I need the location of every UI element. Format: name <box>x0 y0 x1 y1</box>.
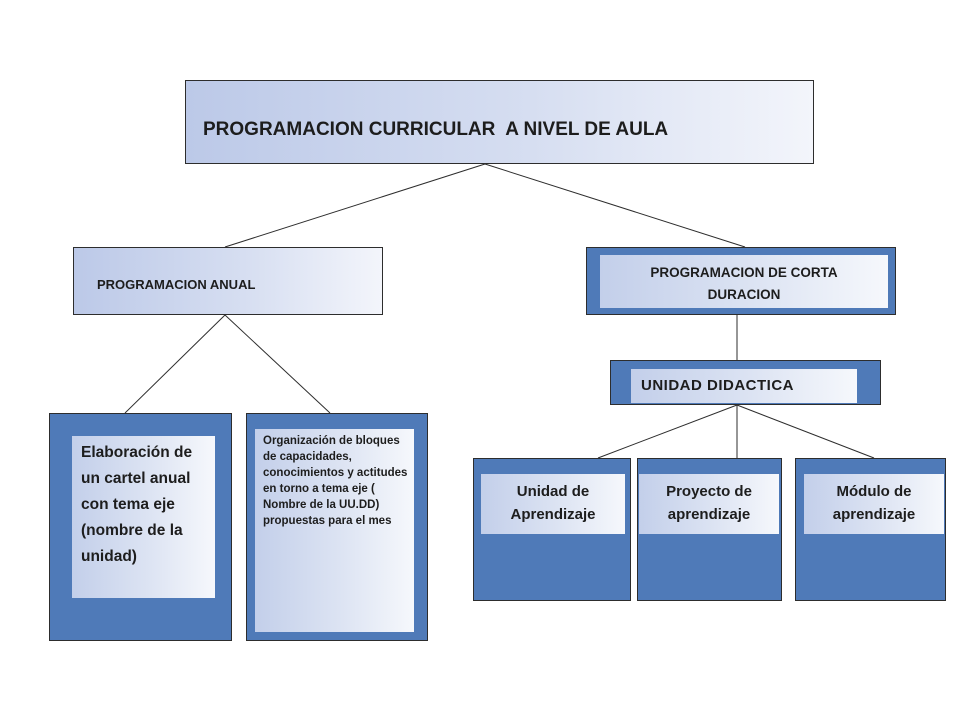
annual-blocks-panel: Organización de bloques de capacidades, … <box>255 429 414 632</box>
learning-unit-label: Unidad de Aprendizaje <box>510 483 596 523</box>
annual-blocks-node: Organización de bloques de capacidades, … <box>246 413 428 641</box>
connector-root-short <box>484 163 746 248</box>
learning-project-node: Proyecto de aprendizaje <box>637 458 782 601</box>
learning-module-node: Módulo de aprendizaje <box>795 458 946 601</box>
didactic-unit-label: UNIDAD DIDACTICA <box>641 377 794 394</box>
didactic-unit-panel: UNIDAD DIDACTICA <box>631 369 857 403</box>
annual-poster-node: Elaboración de un cartel anual con tema … <box>49 413 232 641</box>
short-term-programming-node: PROGRAMACION DE CORTA DURACION <box>586 247 896 315</box>
connector-annual-blocks <box>224 314 331 414</box>
annual-poster-text: Elaboración de un cartel anual con tema … <box>81 444 193 565</box>
annual-poster-panel: Elaboración de un cartel anual con tema … <box>72 436 215 598</box>
learning-module-label: Módulo de aprendizaje <box>832 483 916 523</box>
connector-root-annual <box>224 163 486 248</box>
didactic-unit-node: UNIDAD DIDACTICA <box>610 360 881 405</box>
root-node-label: PROGRAMACION CURRICULAR A NIVEL DE AULA <box>203 119 669 140</box>
learning-unit-panel: Unidad de Aprendizaje <box>481 474 625 534</box>
annual-blocks-text: Organización de bloques de capacidades, … <box>263 435 408 527</box>
connector-unit-learning-unit <box>597 404 738 459</box>
learning-project-panel: Proyecto de aprendizaje <box>639 474 779 534</box>
learning-project-label: Proyecto de aprendizaje <box>666 483 752 523</box>
root-node: PROGRAMACION CURRICULAR A NIVEL DE AULA <box>185 80 814 164</box>
connector-annual-poster <box>124 314 226 414</box>
short-term-programming-label: PROGRAMACION DE CORTA DURACION <box>650 265 838 302</box>
learning-unit-node: Unidad de Aprendizaje <box>473 458 631 601</box>
short-term-programming-panel: PROGRAMACION DE CORTA DURACION <box>600 255 888 308</box>
learning-module-panel: Módulo de aprendizaje <box>804 474 944 534</box>
annual-programming-label: PROGRAMACION ANUAL <box>97 277 256 292</box>
annual-programming-node: PROGRAMACION ANUAL <box>73 247 383 315</box>
connector-unit-module <box>736 404 875 459</box>
